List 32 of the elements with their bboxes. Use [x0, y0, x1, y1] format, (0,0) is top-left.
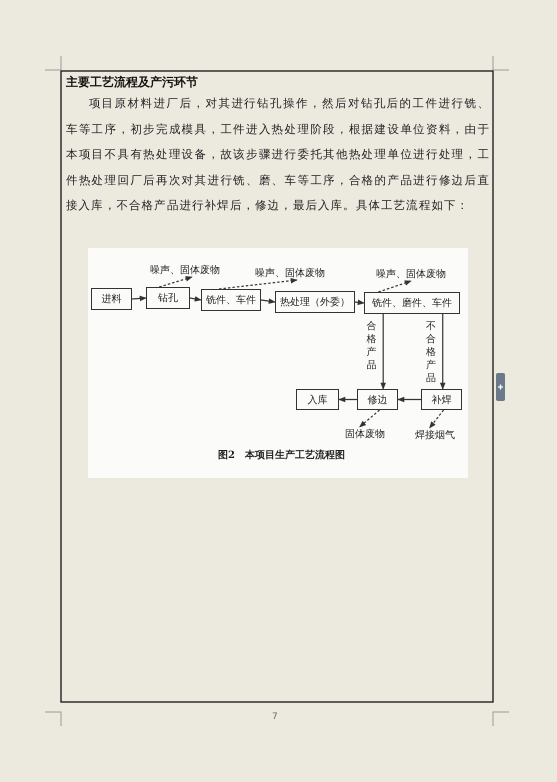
emission-label: 焊接烟气: [408, 428, 462, 442]
process-box: 进料: [91, 288, 132, 310]
flow-arrow: [380, 314, 386, 390]
process-box: 铣件、磨件、车件: [364, 292, 460, 314]
flow-arrow: [132, 296, 147, 302]
emission-arrow: [378, 280, 412, 293]
emission-label: 噪声、固体废物: [150, 263, 220, 277]
flow-arrow: [338, 396, 357, 402]
process-box: 补焊: [421, 389, 462, 410]
flow-arrow: [397, 396, 421, 402]
flow-arrow: [354, 300, 365, 306]
flow-arrow: [440, 314, 446, 390]
flow-arrow: [260, 298, 276, 304]
emission-arrow: [159, 276, 193, 288]
heading: 主要工艺流程及产污环节: [66, 74, 198, 91]
emission-arrow: [218, 278, 298, 290]
edge-label: 不合格产品: [426, 320, 437, 385]
flow-arrow: [190, 296, 202, 302]
process-box: 热处理（外委）: [275, 291, 355, 313]
edge-label: 合格产品: [366, 320, 378, 372]
emission-arrow: [429, 410, 444, 429]
page-number: 7: [272, 712, 278, 722]
figure-caption: 图2 本项目生产工艺流程图: [218, 448, 345, 462]
process-box: 修边: [357, 389, 398, 410]
emission-label: 噪声、固体废物: [376, 267, 446, 281]
process-box: 入库: [296, 389, 339, 410]
body-paragraph: 项目原材料进厂后，对其进行钻孔操作，然后对钻孔后的工件进行铣、车等工序，初步完成模具，工件进入热处理阶段，根据建设单位资料，由于本项目不具有热处理设备，故该步骤进行委托其他热处理单位进行处理，工件热处理回厂后再次对其进行铣、磨、车等工序，合格的产品进行修边后直接入库，不合格产品进行补焊后，修边，最后入库。具体工艺流程如下：: [66, 95, 490, 214]
process-box: 钻孔: [146, 287, 190, 309]
process-box: 铣件、车件: [201, 289, 261, 311]
emission-arrow: [359, 410, 380, 428]
emission-label: 固体废物: [338, 427, 392, 441]
emission-label: 噪声、固体废物: [255, 266, 325, 280]
